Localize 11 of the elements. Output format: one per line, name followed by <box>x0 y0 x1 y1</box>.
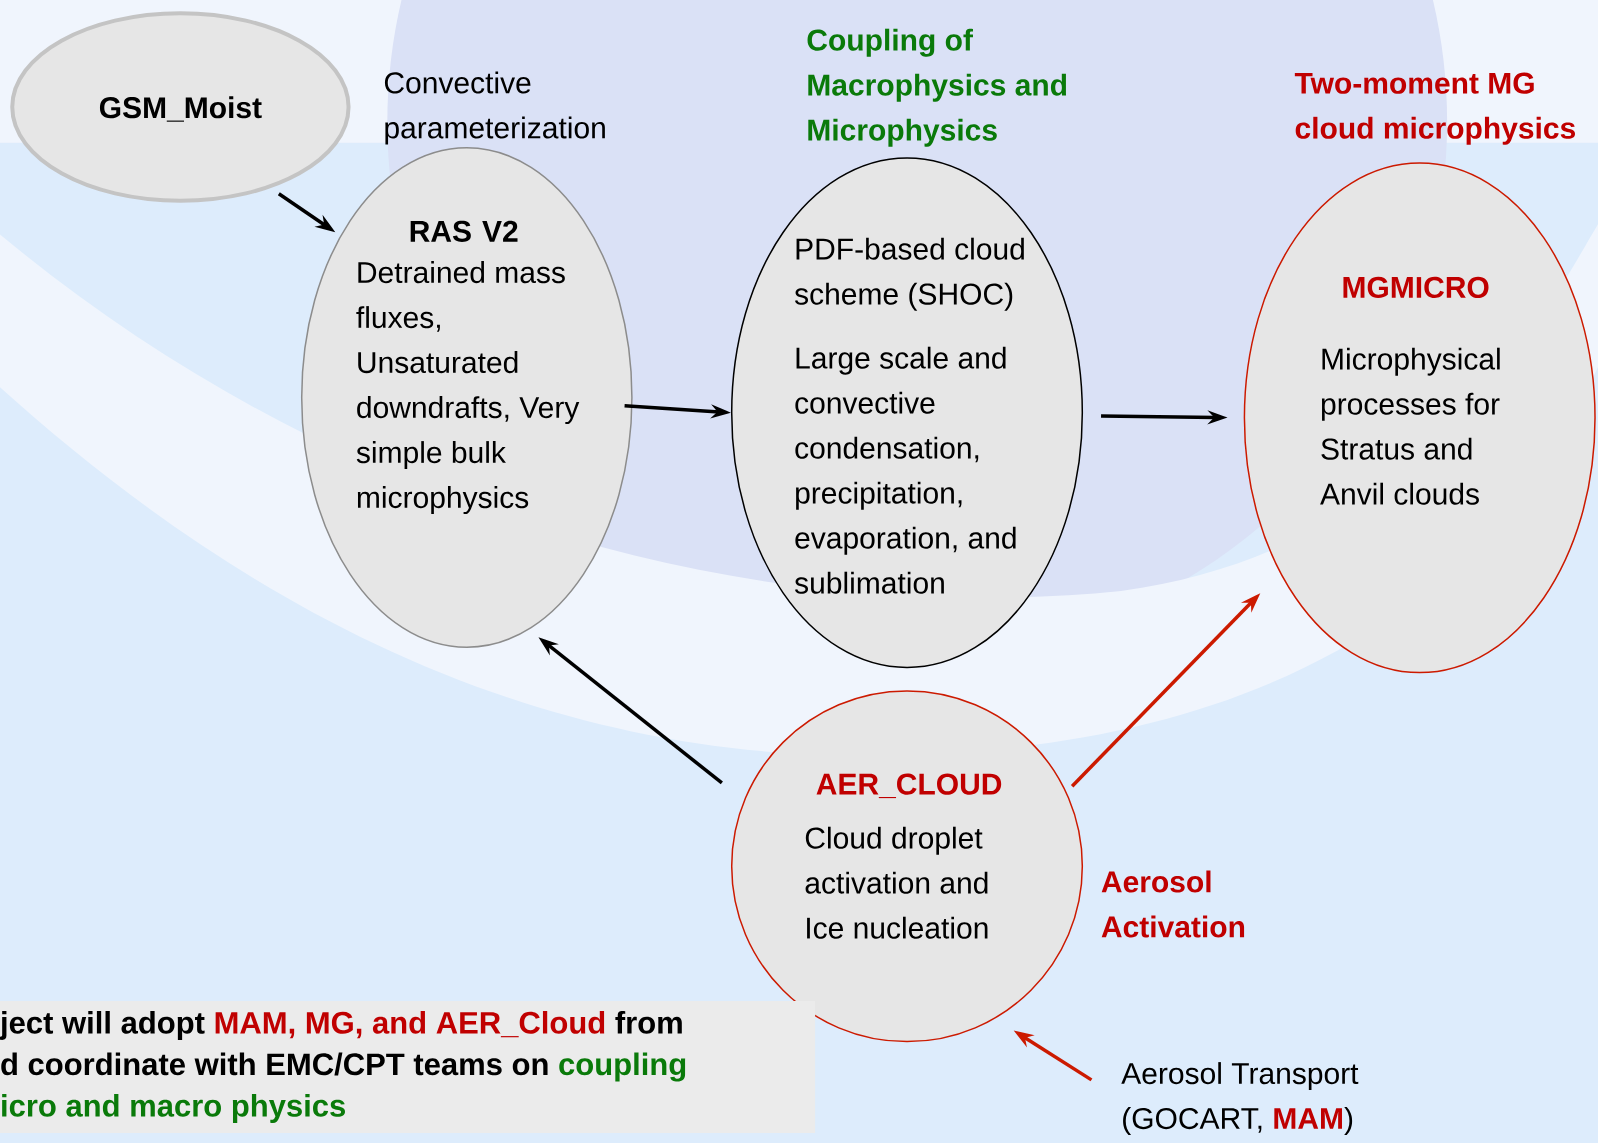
process-ellipse-text: Microphysical processes for Stratus and Anvil clouds <box>1320 347 1500 505</box>
text-label: Aerosol Transport (GOCART, MAM) <box>1121 1062 1359 1136</box>
note-box: ject will adopt MAM, MG, and AER_Cloud from d coordinate with EMC/CPT teams on coupling icro and macro physics <box>0 1001 816 1133</box>
caption-text: Convective parameterization <box>384 71 605 145</box>
process-ellipse-text: PDF-based cloud scheme (SHOC) <box>794 237 1024 311</box>
oval-node: GSM_Moist <box>10 11 351 203</box>
process-ellipse-text: MGMICRO <box>1343 276 1489 299</box>
heading: Coupling of Macrophysics and Microphysics <box>807 28 1067 147</box>
heading: Two-moment MG cloud microphysics <box>1294 72 1575 145</box>
process-ellipse-text: Large scale and convective condensation, precipitation, evaporation, and sublimation <box>794 346 1016 594</box>
caption-text: Aerosol Activation <box>1101 870 1245 938</box>
